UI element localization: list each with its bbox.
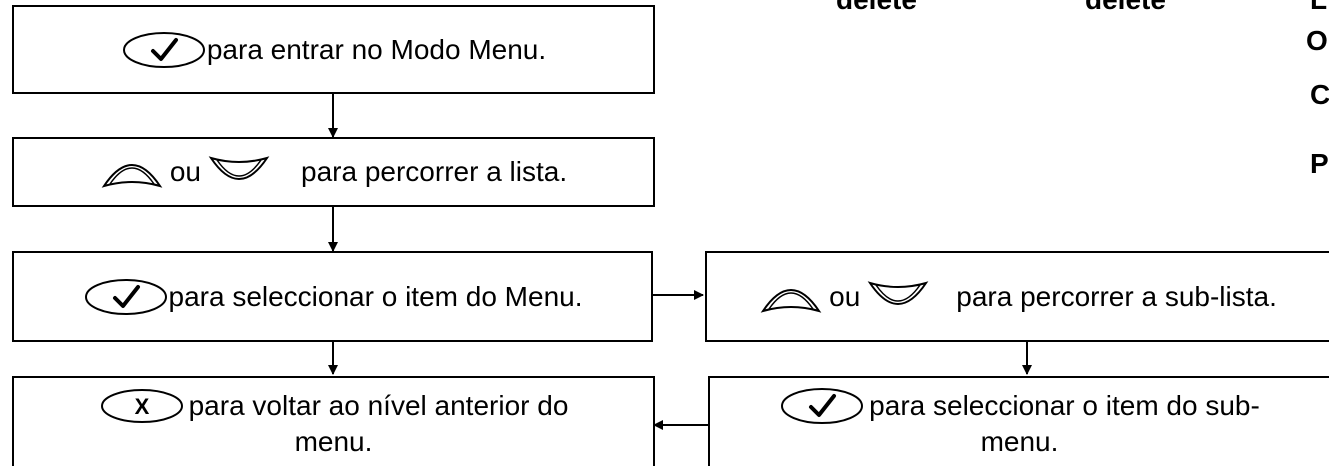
step-scroll-sublist-text: para percorrer a sub-lista. [956,280,1277,312]
step-select-subitem-line2: menu. [980,426,1059,457]
step-select-item: para seleccionar o item do Menu. [12,251,653,342]
step-scroll-sublist: ou para percorrer a sub-lista. [705,251,1329,342]
step-enter-menu-text: para entrar no Modo Menu. [206,33,547,65]
x-key-label: X [134,394,149,419]
up-key-icon [759,275,823,319]
up-key-icon [100,150,164,194]
header-fragment-letter-2: O [1306,25,1328,56]
header-fragment-delete-2: delete [1085,0,1166,14]
step-go-back-line2: menu. [294,426,373,457]
step-scroll-list-text: para percorrer a lista. [301,156,568,187]
step-enter-menu: para entrar no Modo Menu. [12,5,655,94]
step-select-item-text: para seleccionar o item do Menu. [168,280,583,312]
check-key-icon [779,386,865,426]
header-fragment-letter-1: L [1310,0,1327,14]
header-fragment-letter-3: C [1310,79,1329,110]
step-select-subitem-line1: para seleccionar o item do sub- [869,390,1260,421]
step-go-back-line1: para voltar ao nível anterior do [188,390,569,421]
step-select-subitem: para seleccionar o item do sub- menu. [708,376,1329,466]
down-key-icon [207,150,271,194]
check-key-icon [121,30,207,70]
x-key-icon: X [99,386,185,426]
step-go-back: X para voltar ao nível anterior do menu. [12,376,655,466]
check-key-icon [83,277,169,317]
header-fragment-letter-4: P [1310,148,1329,179]
step-scroll-list: ou para percorrer a lista. [12,137,655,207]
or-text-1: ou [169,156,202,187]
down-key-icon [866,275,930,319]
header-fragment-delete-1: delete [836,0,917,14]
or-text-2: ou [829,280,861,312]
